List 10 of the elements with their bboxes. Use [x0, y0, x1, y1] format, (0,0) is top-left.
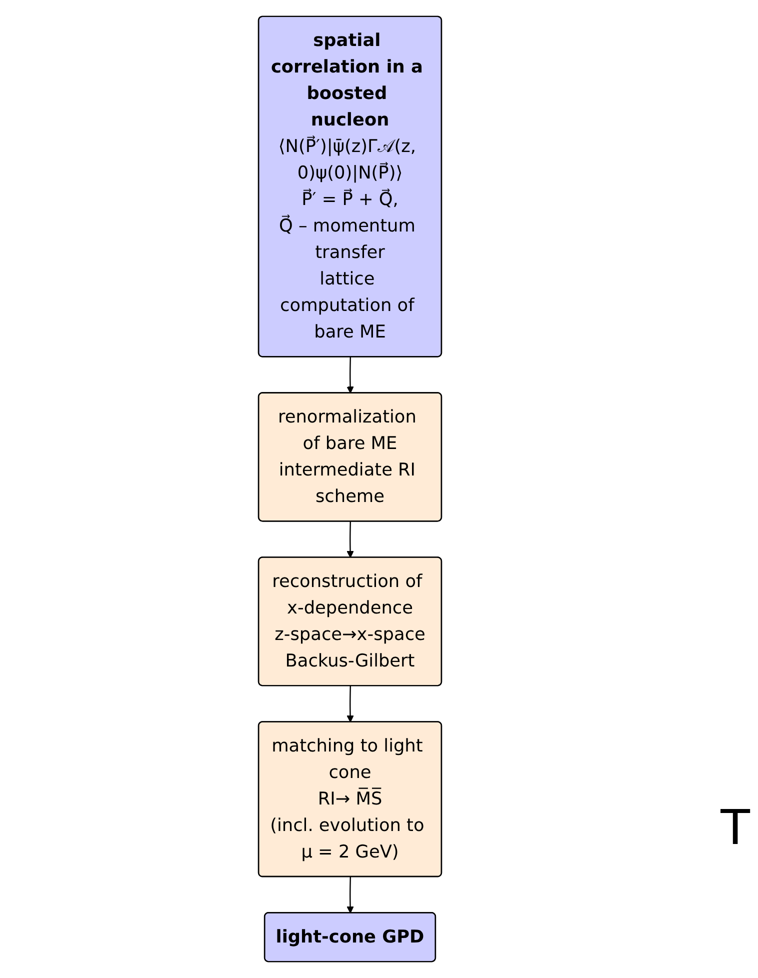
- process-box: reconstruction of x-dependence z-space→x-space Backus-Gilbert: [258, 556, 442, 686]
- arrow: [346, 357, 354, 394]
- process-box: renormalization of bare ME intermediate RI scheme: [258, 392, 442, 522]
- arrow: [346, 521, 354, 558]
- process-box: spatial correlation in a boosted nucleon ⟨N(P⃗′)|ψ̄(z)Γ𝒜(z, 0)ψ(0)|N(P⃗)⟩ P⃗′ = P⃗ + Q⃗, Q⃗ – momentum transfer lattice computation of bare ME: [258, 16, 442, 358]
- stray-letter: T: [720, 800, 750, 856]
- process-box: matching to light cone RI→ M̅S̅ (incl. evolution to μ = 2 GeV): [258, 721, 442, 878]
- arrow: [346, 876, 354, 914]
- process-box: light-cone GPD: [264, 912, 436, 962]
- arrow: [346, 686, 354, 722]
